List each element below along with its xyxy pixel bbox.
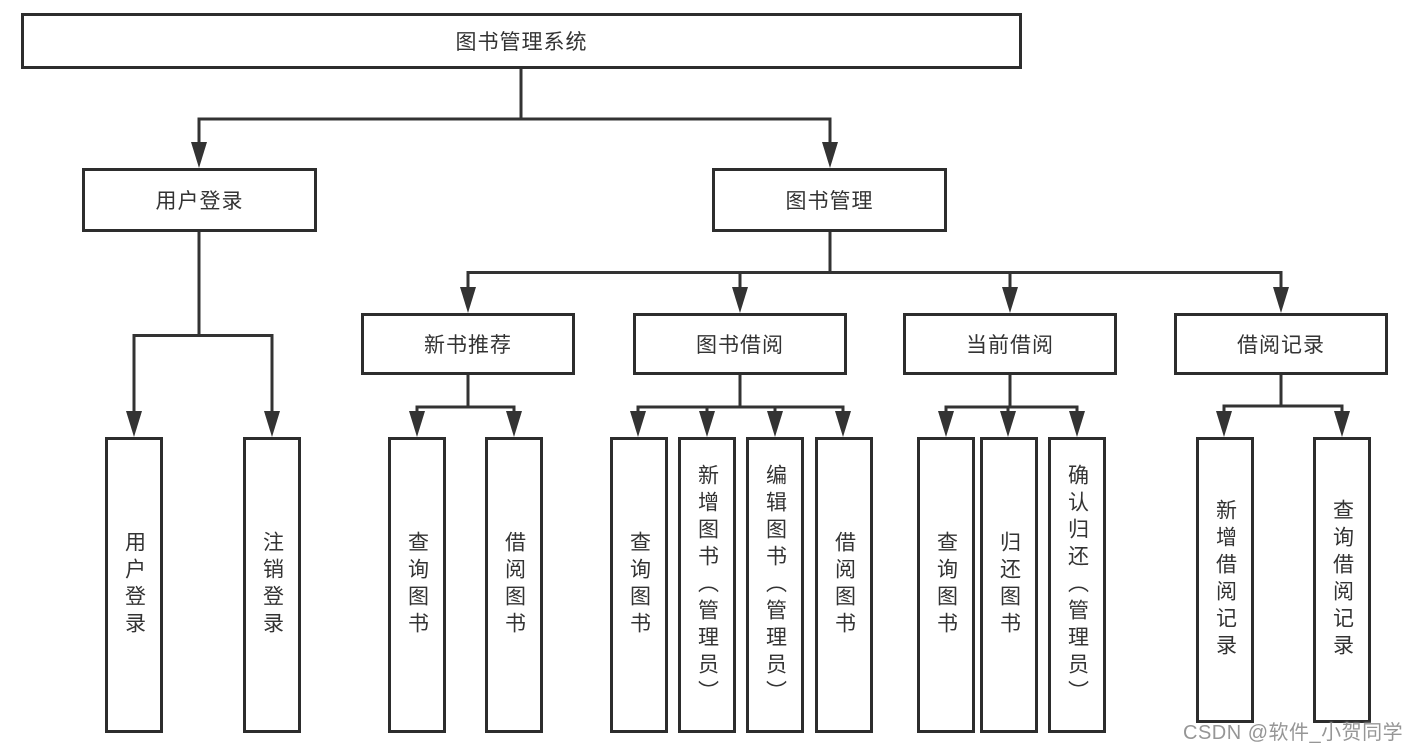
arrow-icon (126, 411, 142, 437)
node-leaf-add-books-admin: 新增图书（管理员） (678, 437, 736, 733)
node-leaf-borrow-books-1: 借阅图书 (485, 437, 543, 733)
arrow-icon (699, 411, 715, 437)
node-label: 新增借阅记录 (1213, 499, 1237, 661)
node-label: 新增图书（管理员） (695, 463, 719, 707)
node-label: 图书管理 (785, 190, 874, 213)
node-label: 查询借阅记录 (1330, 499, 1354, 661)
node-label: 归还图书 (997, 531, 1021, 639)
node-label: 确认归还（管理员） (1065, 463, 1089, 707)
node-book-management: 图书管理 (712, 168, 947, 232)
node-leaf-query-borrow-record: 查询借阅记录 (1313, 437, 1371, 723)
arrow-icon (835, 411, 851, 437)
arrow-icon (767, 411, 783, 437)
tree-edges (132, 69, 1344, 413)
node-book-borrow: 图书借阅 (633, 313, 847, 375)
arrow-icon (191, 142, 207, 168)
node-label: 借阅图书 (502, 531, 526, 639)
node-user-login: 用户登录 (82, 168, 317, 232)
node-label: 借阅图书 (832, 531, 856, 639)
arrow-icon (822, 142, 838, 168)
arrow-icon (630, 411, 646, 437)
node-label: 图书管理系统 (455, 31, 588, 54)
arrow-icon (732, 287, 748, 313)
node-label: 用户登录 (122, 531, 146, 639)
node-borrow-records: 借阅记录 (1174, 313, 1388, 375)
arrow-icon (938, 411, 954, 437)
node-label: 查询图书 (627, 531, 651, 639)
arrow-icon (1000, 411, 1016, 437)
node-leaf-query-books-3: 查询图书 (917, 437, 975, 733)
node-current-borrow: 当前借阅 (903, 313, 1117, 375)
arrow-icon (460, 287, 476, 313)
arrow-icon (1069, 411, 1085, 437)
arrow-icon (1273, 287, 1289, 313)
node-label: 编辑图书（管理员） (763, 463, 787, 707)
node-leaf-query-books-1: 查询图书 (388, 437, 446, 733)
node-label: 当前借阅 (966, 334, 1054, 357)
node-label: 注销登录 (260, 531, 284, 639)
arrow-icon (1334, 411, 1350, 437)
node-leaf-logout: 注销登录 (243, 437, 301, 733)
node-leaf-borrow-books-2: 借阅图书 (815, 437, 873, 733)
arrow-icon (409, 411, 425, 437)
arrow-icon (506, 411, 522, 437)
node-leaf-query-books-2: 查询图书 (610, 437, 668, 733)
node-label: 查询图书 (405, 531, 429, 639)
node-label: 新书推荐 (424, 334, 512, 357)
arrowhead-icons (126, 142, 1350, 437)
node-label: 图书借阅 (696, 334, 784, 357)
node-new-book-recommend: 新书推荐 (361, 313, 575, 375)
arrow-icon (1002, 287, 1018, 313)
node-label: 查询图书 (934, 531, 958, 639)
node-leaf-user-login: 用户登录 (105, 437, 163, 733)
node-leaf-edit-books-admin: 编辑图书（管理员） (746, 437, 804, 733)
node-label: 借阅记录 (1237, 334, 1325, 357)
node-leaf-return-books: 归还图书 (980, 437, 1038, 733)
node-label: 用户登录 (155, 190, 244, 213)
node-leaf-add-borrow-record: 新增借阅记录 (1196, 437, 1254, 723)
arrow-icon (264, 411, 280, 437)
node-leaf-confirm-return-admin: 确认归还（管理员） (1048, 437, 1106, 733)
arrow-icon (1216, 411, 1232, 437)
csdn-watermark: CSDN @软件_小贺同学 (1183, 722, 1404, 744)
node-library-system: 图书管理系统 (21, 13, 1022, 69)
